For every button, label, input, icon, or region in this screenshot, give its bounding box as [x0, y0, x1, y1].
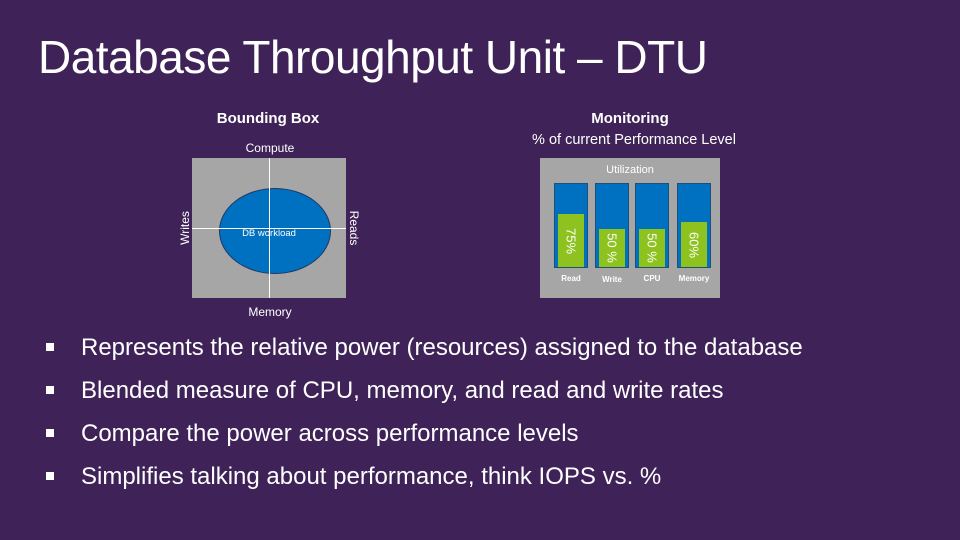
- utilization-bar-label: Write: [602, 275, 622, 284]
- bullet-text: Compare the power across performance lev…: [81, 420, 579, 447]
- memory-label: Memory: [248, 305, 292, 319]
- monitoring-heading: Monitoring: [591, 110, 669, 127]
- db-workload-label: DB workload: [242, 228, 296, 239]
- reads-label: Reads: [347, 210, 361, 246]
- bullet-square-icon: [46, 472, 54, 480]
- utilization-bar-memory: 60%: [677, 183, 711, 268]
- bullet-text: Simplifies talking about performance, th…: [81, 463, 662, 490]
- utilization-bar-label: Read: [561, 274, 581, 283]
- vertical-axis-line: [269, 158, 270, 298]
- bounding-box-heading: Bounding Box: [216, 110, 320, 127]
- utilization-fill: 60%: [681, 222, 707, 267]
- utilization-label: Utilization: [606, 164, 654, 176]
- utilization-value: 75%: [563, 227, 579, 254]
- compute-label: Compute: [245, 141, 295, 155]
- bullet-square-icon: [46, 343, 54, 351]
- bullet-square-icon: [46, 386, 54, 394]
- utilization-value: 50 %: [644, 233, 660, 263]
- utilization-panel: Utilization 75% Read 50 % Write 50 % CPU 60% Me…: [540, 158, 720, 298]
- writes-label: Writes: [178, 211, 192, 245]
- bullet-text: Blended measure of CPU, memory, and read…: [81, 377, 724, 404]
- utilization-bar-read: 75%: [554, 183, 588, 268]
- utilization-fill: 50 %: [639, 229, 665, 267]
- monitoring-subheading: % of current Performance Level: [532, 132, 736, 148]
- utilization-fill: 75%: [558, 214, 584, 267]
- utilization-value: 60%: [686, 231, 702, 258]
- utilization-value: 50 %: [604, 233, 620, 263]
- bullet-square-icon: [46, 429, 54, 437]
- utilization-bar-cpu: 50 %: [635, 183, 669, 268]
- utilization-bar-write: 50 %: [595, 183, 629, 268]
- bounding-box-diagram: DB workload: [192, 158, 346, 298]
- db-workload-ellipse: [219, 188, 331, 274]
- utilization-bar-label: Memory: [678, 274, 710, 283]
- utilization-bar-label: CPU: [643, 274, 661, 283]
- slide-title: Database Throughput Unit – DTU: [38, 31, 708, 83]
- bullet-text: Represents the relative power (resources…: [81, 334, 803, 361]
- utilization-fill: 50 %: [599, 229, 625, 267]
